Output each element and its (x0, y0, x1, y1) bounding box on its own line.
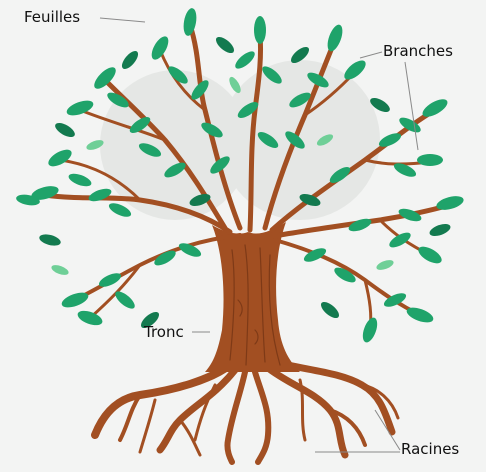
trunk-label: Tronc (144, 325, 184, 340)
leaves-label: Feuilles (24, 10, 80, 25)
branches-label: Branches (383, 44, 453, 59)
branches-leader-line-1 (360, 52, 382, 58)
canopy-halo (100, 60, 380, 220)
branches-leader-line-2 (405, 62, 418, 150)
roots-label: Racines (401, 442, 459, 457)
leaves-leader-line (100, 18, 145, 22)
roots (95, 362, 398, 462)
